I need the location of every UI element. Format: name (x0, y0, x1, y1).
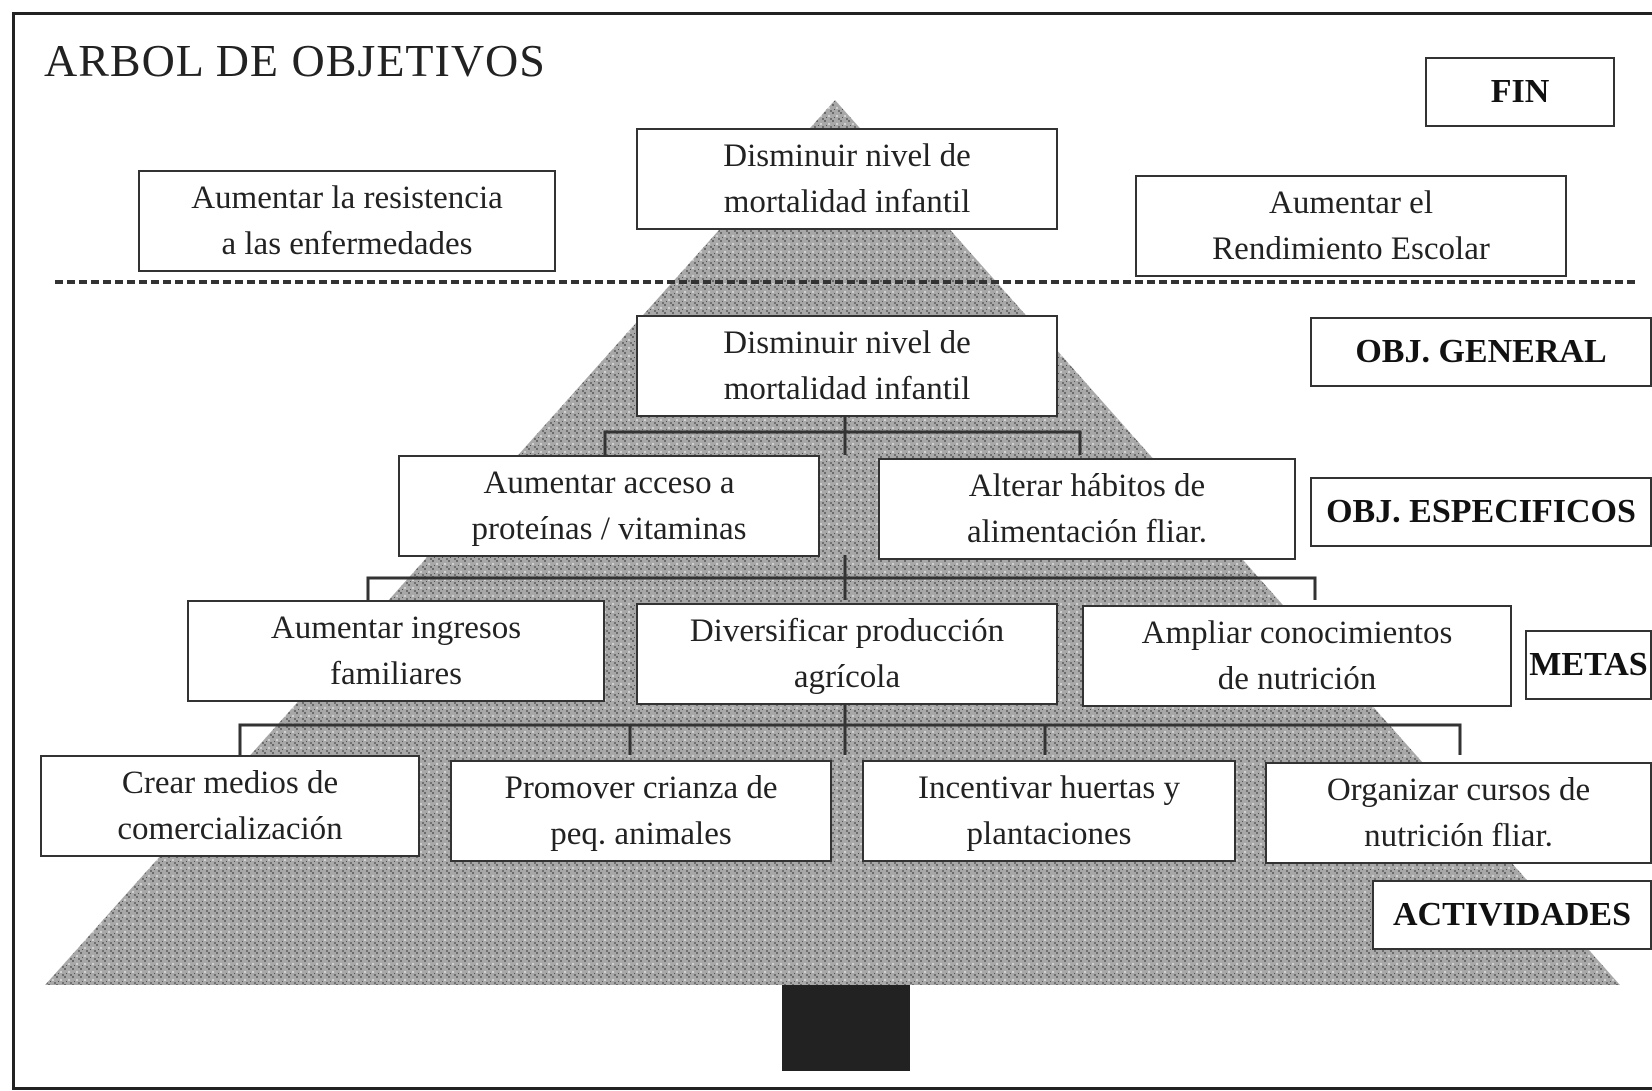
actividad-box-huertas: Incentivar huertas y plantaciones (862, 760, 1236, 862)
box-line: familiares (330, 656, 462, 692)
diagram-frame (12, 12, 1652, 1090)
box-line: Organizar cursos de (1326, 772, 1591, 808)
fin-box-rendimiento: Aumentar el Rendimiento Escolar (1135, 175, 1567, 277)
fin-box-mortalidad: Disminuir nivel de mortalidad infantil (636, 128, 1058, 230)
box-line: alimentación fliar. (966, 514, 1208, 550)
meta-box-produccion: Diversificar producción agrícola (636, 603, 1058, 705)
box-line: Aumentar el (1268, 185, 1434, 221)
especifico-box-habitos: Alterar hábitos de alimentación fliar. (878, 458, 1296, 560)
box-line: mortalidad infantil (723, 371, 971, 407)
actividad-box-comercializacion: Crear medios de comercialización (40, 755, 420, 857)
box-line: Diversificar producción (689, 613, 1005, 649)
level-tag-actividades: ACTIVIDADES (1372, 880, 1652, 950)
box-line: nutrición fliar. (1364, 818, 1553, 854)
box-line: Aumentar acceso a (483, 465, 735, 501)
box-line: Alterar hábitos de (968, 468, 1206, 504)
especifico-box-proteinas: Aumentar acceso a proteínas / vitaminas (398, 455, 820, 557)
box-line: peq. animales (550, 816, 732, 852)
box-line: Disminuir nivel de (723, 138, 971, 174)
box-line: Incentivar huertas y (917, 770, 1181, 806)
box-line: comercialización (117, 811, 343, 847)
box-line: Rendimiento Escolar (1212, 231, 1490, 267)
box-line: mortalidad infantil (723, 184, 971, 220)
actividad-box-crianza: Promover crianza de peq. animales (450, 760, 832, 862)
box-line: de nutrición (1217, 661, 1377, 697)
level-tag-obj-especificos: OBJ. ESPECIFICOS (1310, 477, 1652, 547)
actividad-box-cursos: Organizar cursos de nutrición fliar. (1265, 762, 1652, 864)
box-line: Aumentar ingresos (270, 610, 522, 646)
general-box: Disminuir nivel de mortalidad infantil (636, 315, 1058, 417)
box-line: plantaciones (966, 816, 1132, 852)
fin-box-resistencia: Aumentar la resistencia a las enfermedad… (138, 170, 556, 272)
box-line: Promover crianza de (504, 770, 778, 806)
box-line: agrícola (793, 659, 901, 695)
fin-separator-line (55, 280, 1635, 284)
page-title: ARBOL DE OBJETIVOS (44, 35, 546, 86)
box-line: a las enfermedades (221, 226, 473, 262)
box-line: Ampliar conocimientos (1141, 615, 1453, 651)
tree-trunk (782, 985, 910, 1071)
level-tag-metas: METAS (1525, 630, 1652, 700)
meta-box-ingresos: Aumentar ingresos familiares (187, 600, 605, 702)
tree-connectors (238, 417, 1462, 755)
box-line: proteínas / vitaminas (471, 511, 747, 547)
meta-box-conocimientos: Ampliar conocimientos de nutrición (1082, 605, 1512, 707)
box-line: Crear medios de (121, 765, 339, 801)
box-line: Aumentar la resistencia (191, 180, 503, 216)
level-tag-fin: FIN (1425, 57, 1615, 127)
level-tag-obj-general: OBJ. GENERAL (1310, 317, 1652, 387)
box-line: Disminuir nivel de (723, 325, 971, 361)
